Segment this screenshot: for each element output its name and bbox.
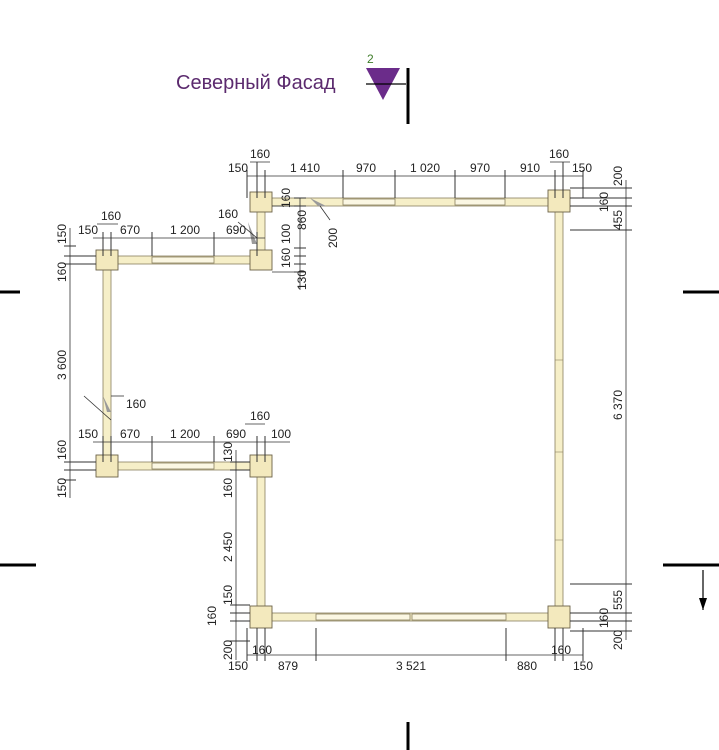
elevation-marker-number: 2 [367, 52, 374, 66]
dimension-label: 160 [126, 397, 146, 411]
left-vertical-dimensions: 150 160 3 600 160 150 [55, 224, 96, 498]
dimension-label: 2 450 [221, 532, 235, 562]
dimension-label: 1 020 [410, 161, 440, 175]
dimension-label: 150 [228, 161, 248, 175]
dimension-label: 3 600 [55, 350, 69, 380]
dimension-label: 160 [279, 248, 293, 268]
dimension-label: 150 [55, 478, 69, 498]
dimension-label: 690 [226, 427, 246, 441]
dimension-label: 670 [120, 427, 140, 441]
dimension-label: 160 [597, 608, 611, 628]
dimension-label: 160 [101, 209, 121, 223]
left-upper-dimension-row: 150 670 1 200 690 160 160 [78, 207, 265, 256]
dimension-label: 160 [551, 643, 571, 657]
dimension-label: 160 [205, 606, 219, 626]
dimension-label: 690 [226, 223, 246, 237]
dimension-label: 200 [611, 166, 625, 186]
dimension-label: 670 [120, 223, 140, 237]
dimension-label: 200 [326, 228, 340, 248]
dimension-label: 455 [611, 210, 625, 230]
dimension-label: 1 200 [170, 223, 200, 237]
right-wall-seams [555, 359, 563, 541]
dimension-label: 160 [250, 147, 270, 161]
right-vertical-dimensions: 200 160 455 6 370 555 160 200 [570, 166, 632, 650]
dimension-label: 970 [470, 161, 490, 175]
left-lower-dimension-row: 150 670 1 200 690 100 160 160 [78, 395, 291, 462]
dimension-label: 150 [221, 585, 235, 605]
dimension-label: 160 [55, 440, 69, 460]
dimension-label: 555 [611, 590, 625, 610]
bottom-dimension-row: 150 160 879 3 521 880 160 150 [228, 628, 593, 673]
dimension-label: 160 [218, 207, 238, 221]
dimension-label: 130 [221, 442, 235, 462]
dimension-label: 200 [611, 630, 625, 650]
dimension-label: 6 370 [611, 390, 625, 420]
door-swing-icon [310, 198, 326, 206]
dimension-label: 160 [252, 643, 272, 657]
dimension-label: 160 [221, 478, 235, 498]
lower-vertical-dimensions: 130 160 2 450 150 160 200 [205, 442, 250, 660]
dimension-label: 150 [572, 161, 592, 175]
top-dimension-row: 150 160 1 410 970 1 020 970 910 160 150 [228, 147, 592, 198]
dimension-label: 160 [549, 147, 569, 161]
inner-dimensions: 860 100 160 130 200 160 [272, 188, 340, 290]
dimension-label: 1 200 [170, 427, 200, 441]
dimension-label: 880 [517, 659, 537, 673]
door-swing-icon [248, 222, 257, 244]
dimension-label: 160 [279, 188, 293, 208]
dimension-label: 879 [278, 659, 298, 673]
dimension-label: 150 [55, 224, 69, 244]
dimension-label: 100 [279, 224, 293, 244]
dimension-label: 160 [597, 192, 611, 212]
dimension-label: 970 [356, 161, 376, 175]
section-arrow-icon [699, 598, 707, 610]
dimension-label: 910 [520, 161, 540, 175]
dimension-label: 100 [271, 427, 291, 441]
door-swing-icon [103, 396, 111, 412]
dimension-label: 150 [78, 427, 98, 441]
walls [102, 197, 564, 622]
dimension-label: 3 521 [396, 659, 426, 673]
dimension-label: 160 [250, 409, 270, 423]
dimension-label: 150 [228, 659, 248, 673]
dimension-label: 1 410 [290, 161, 320, 175]
dimension-label: 150 [573, 659, 593, 673]
dimension-label: 200 [221, 640, 235, 660]
corner-posts [95, 189, 571, 629]
elevation-title: Северный Фасад [176, 72, 336, 94]
dimension-label: 130 [295, 270, 309, 290]
dimension-label: 150 [78, 223, 98, 237]
dimension-label: 160 [55, 262, 69, 282]
dimension-label: 860 [295, 210, 309, 230]
